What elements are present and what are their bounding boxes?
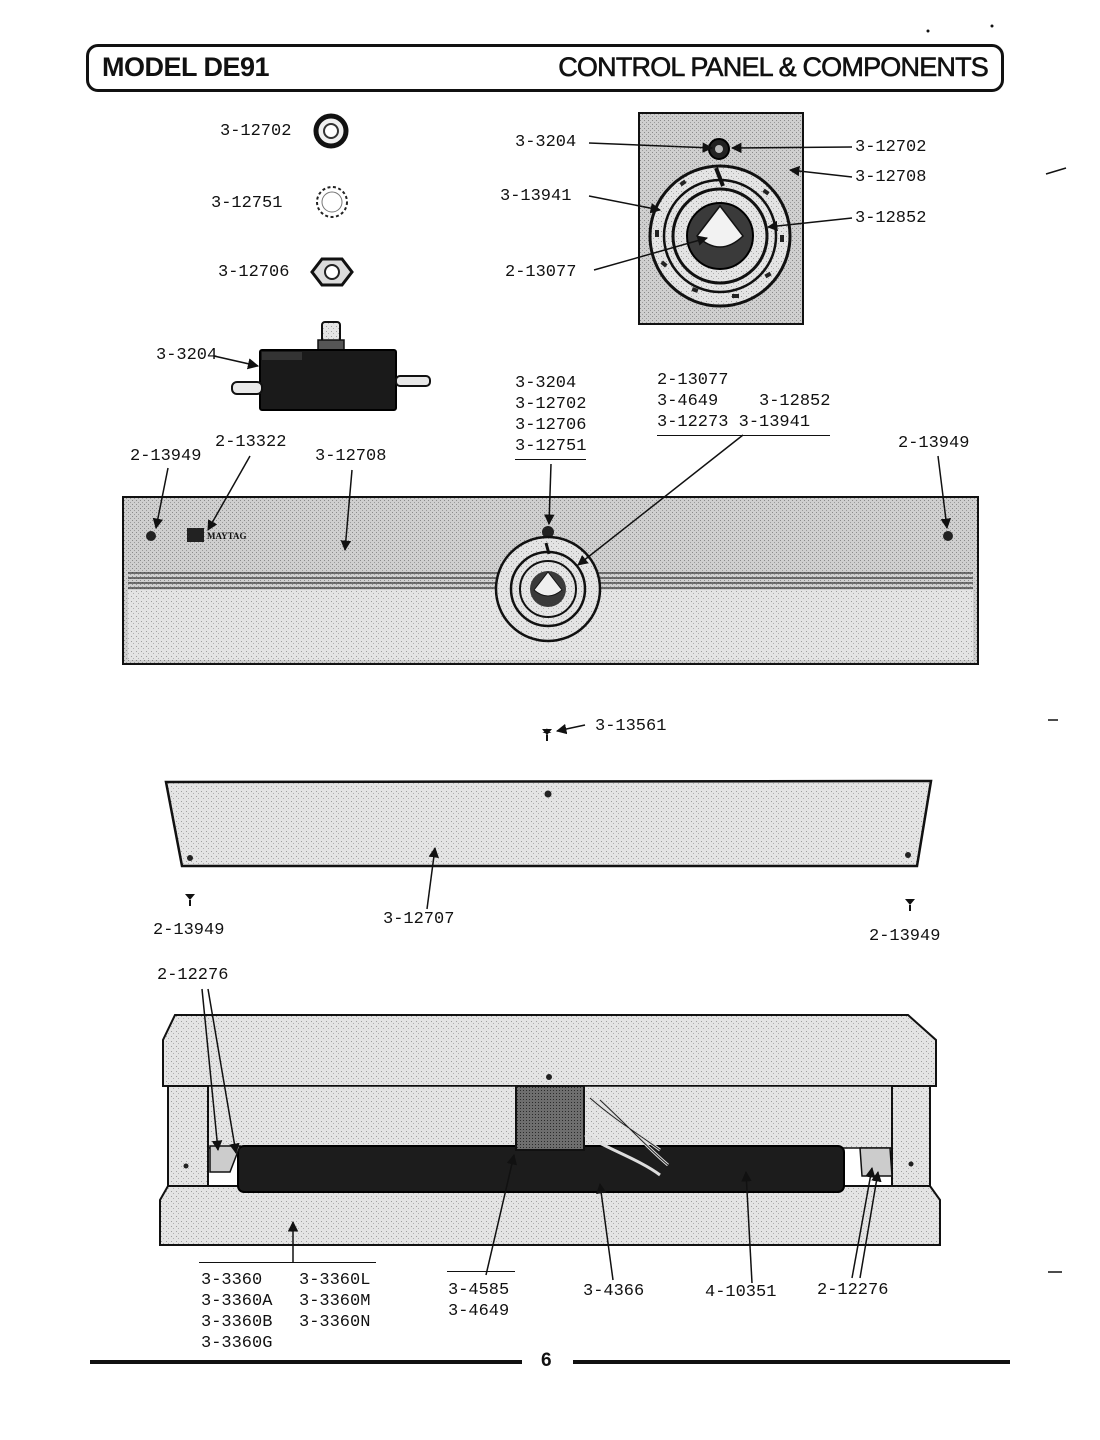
timer-base-parts: 3-4585 3-4649 xyxy=(448,1280,509,1322)
timer-part-top: 2-13077 xyxy=(657,371,729,390)
brand-nameplate: MAYTAG xyxy=(207,531,247,541)
timer-part-b: 3-12852 xyxy=(759,392,831,411)
cover-screw-left-label: 2-13949 xyxy=(153,921,225,940)
timer-row-2: 3-12273 3-13941 xyxy=(657,412,831,436)
section-title: CONTROL PANEL & COMPONENTS xyxy=(558,52,989,83)
dial-label-ring: 3-13941 xyxy=(500,187,572,206)
base-part-6: 3-3360M xyxy=(299,1292,371,1311)
control-panel-leaders xyxy=(152,434,952,566)
base-parts-rule xyxy=(199,1262,376,1263)
margin-marks xyxy=(926,24,1067,1273)
knob-part-1: 3-3204 xyxy=(515,374,577,393)
page-number: 6 xyxy=(541,1350,552,1371)
base-part-4: 3-3360G xyxy=(201,1334,273,1353)
console-base-leaders xyxy=(201,988,882,1284)
timer-base-part-2: 3-4649 xyxy=(448,1302,510,1321)
timer-row-1: 3-4649 3-12852 xyxy=(657,391,830,412)
lockwasher-3-12751 xyxy=(316,186,348,218)
bar-label: 4-10351 xyxy=(705,1283,777,1302)
knob-part-3: 3-12706 xyxy=(515,416,587,435)
lockwasher-label: 3-12751 xyxy=(211,194,283,213)
bracket-right-label: 2-12276 xyxy=(817,1281,889,1300)
dial-detail-plate xyxy=(638,112,804,325)
panel-screw-right-label: 2-13949 xyxy=(898,434,970,453)
header-frame xyxy=(86,44,1004,92)
cover-screw-right-label: 2-13949 xyxy=(869,927,941,946)
dial-label-panel: 3-12708 xyxy=(855,168,927,187)
base-part-1: 3-3360 xyxy=(201,1271,263,1290)
knob-part-2: 3-12702 xyxy=(515,395,587,414)
console-base xyxy=(159,1014,941,1246)
harness-label: 3-4366 xyxy=(583,1282,645,1301)
rear-cover-leaders xyxy=(426,723,586,910)
dial-label-knob: 2-13077 xyxy=(505,263,577,282)
timer-part-d: 3-13941 xyxy=(738,413,811,432)
base-parts-col1: 3-3360 3-3360A 3-3360B 3-3360G xyxy=(201,1270,272,1354)
nameplate-label: 2-13322 xyxy=(215,433,287,452)
base-part-2: 3-3360A xyxy=(201,1292,273,1311)
switch-label: 3-3204 xyxy=(156,346,218,365)
push-switch-3-3204 xyxy=(213,321,431,411)
model-title: MODEL DE91 xyxy=(102,52,270,82)
panel-screw-left-label: 2-13949 xyxy=(130,447,202,466)
rear-cover: 🟅 xyxy=(164,726,933,911)
dial-detail-leaders xyxy=(588,142,853,271)
timer-base-part-1: 3-4585 xyxy=(448,1281,510,1300)
base-part-3: 3-3360B xyxy=(201,1313,273,1332)
timer-part-c: 3-12273 xyxy=(657,413,729,432)
washer-label: 3-12702 xyxy=(220,122,292,141)
control-panel xyxy=(122,496,979,665)
knob-parts-stack: 3-3204 3-12702 3-12706 3-12751 xyxy=(515,373,587,460)
knob-part-4: 3-12751 xyxy=(515,436,587,460)
base-part-5: 3-3360L xyxy=(299,1271,371,1290)
timer-parts-rule xyxy=(447,1271,515,1272)
dial-label-switch: 3-3204 xyxy=(515,133,577,152)
bracket-left-label: 2-12276 xyxy=(157,966,229,985)
hex-nut-3-12706 xyxy=(310,257,354,287)
dial-label-dial: 3-12852 xyxy=(855,209,927,228)
dial-label-washer: 3-12702 xyxy=(855,138,927,157)
washer-3-12702 xyxy=(313,113,349,149)
base-part-7: 3-3360N xyxy=(299,1313,371,1332)
panel-label: 3-12708 xyxy=(315,447,387,466)
nut-label: 3-12706 xyxy=(218,263,290,282)
timer-part-a: 3-4649 xyxy=(657,392,719,411)
timer-parts-stack: 2-13077 3-4649 3-12852 3-12273 3-13941 xyxy=(657,370,831,436)
base-parts-col2: 3-3360L 3-3360M 3-3360N xyxy=(299,1270,370,1333)
cover-top-screw-label: 3-13561 xyxy=(595,717,667,736)
cover-label: 3-12707 xyxy=(383,910,455,929)
